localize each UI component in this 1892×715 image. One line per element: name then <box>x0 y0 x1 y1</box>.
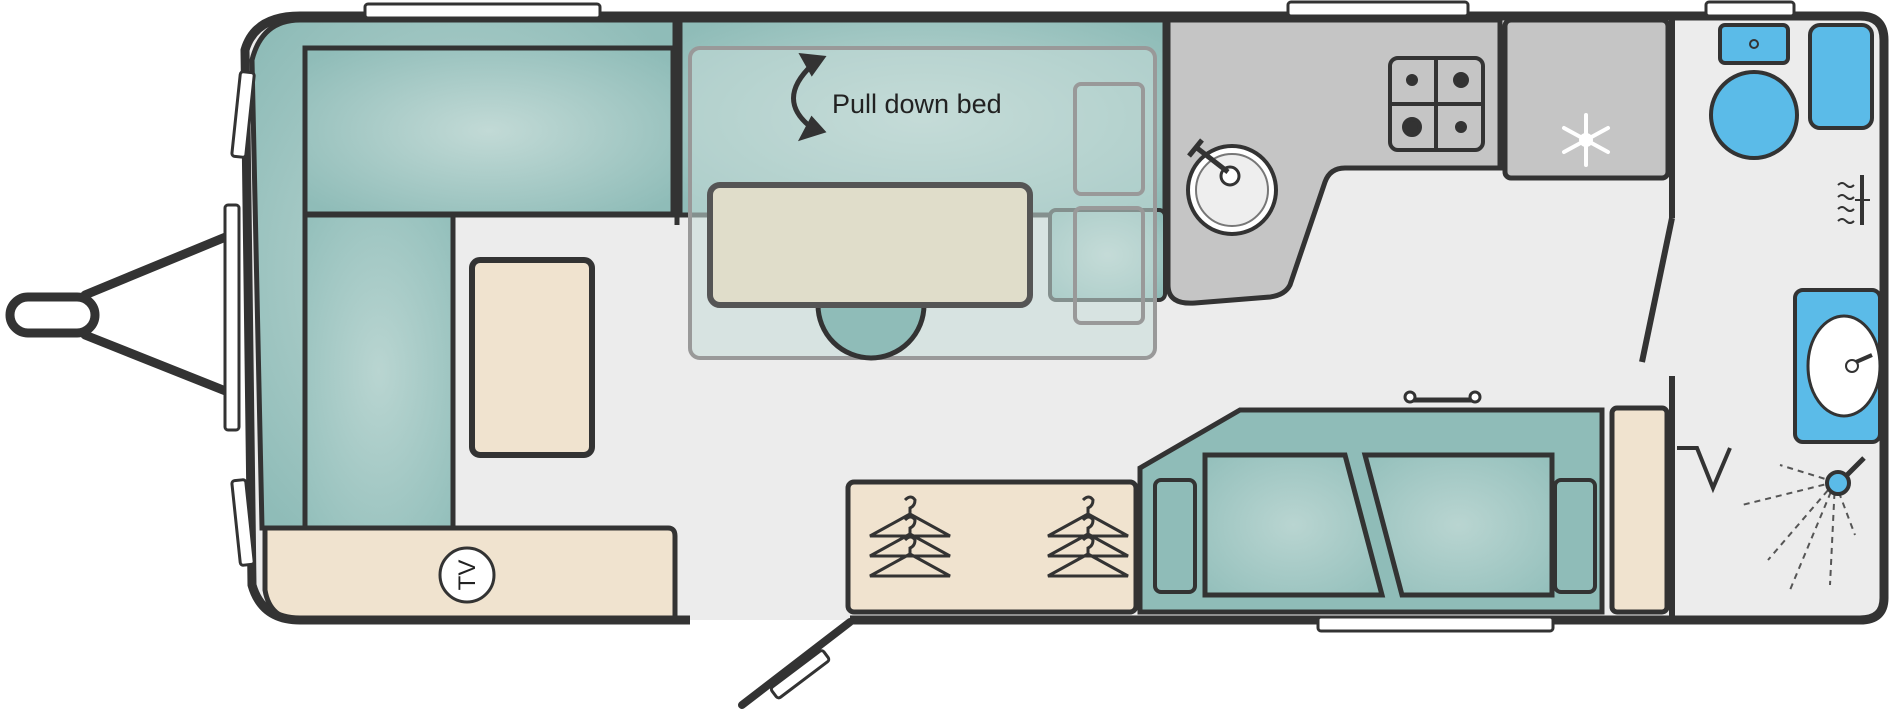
tow-hitch <box>5 231 233 397</box>
window-front-3 <box>230 478 256 567</box>
shower-head <box>1825 456 1866 496</box>
center-table-leg <box>815 302 927 361</box>
cupboard <box>1609 405 1670 615</box>
window-kitchen-top <box>1286 0 1470 18</box>
coat-hanger-icon <box>869 495 1129 578</box>
wardrobe <box>845 479 1139 615</box>
window-front-top <box>363 2 602 20</box>
rotate-arrows-icon <box>791 53 827 142</box>
window-front-2 <box>223 203 241 432</box>
fridge-snowflake-icon <box>1562 113 1610 167</box>
tv-label: TV <box>454 560 481 591</box>
dinette-cushion-left <box>1202 452 1386 598</box>
sink-icon <box>1186 138 1278 236</box>
bed-pillow-1 <box>1073 82 1145 196</box>
center-table <box>707 182 1033 308</box>
pull-down-bed-label: Pull down bed <box>832 89 1002 119</box>
heater-icon <box>1837 175 1870 225</box>
outer-wall <box>240 11 1889 625</box>
window-front-1 <box>230 70 256 159</box>
shower-icon <box>1741 464 1856 591</box>
bathroom-door <box>1639 217 1675 363</box>
side-seat <box>302 212 456 531</box>
kitchen-worktop <box>1165 17 1503 306</box>
entry-door <box>738 618 854 709</box>
dinette-arm-right <box>1553 478 1597 594</box>
dinette-cushion-right <box>1361 452 1555 598</box>
bathroom-door-hinge <box>1677 446 1732 494</box>
dinette-handle <box>1403 390 1482 404</box>
window-bath-top <box>1704 0 1796 18</box>
bed-pillow-2 <box>1073 206 1145 325</box>
front-table <box>469 257 595 458</box>
tv-icon: TV <box>438 546 496 604</box>
front-seat-back <box>302 45 676 217</box>
hob-icon <box>1388 56 1485 152</box>
toilet-icon <box>1709 23 1874 160</box>
dinette-arm-left <box>1153 478 1197 594</box>
window-dinette-bottom <box>1316 615 1555 633</box>
washbasin-icon <box>1793 288 1882 444</box>
